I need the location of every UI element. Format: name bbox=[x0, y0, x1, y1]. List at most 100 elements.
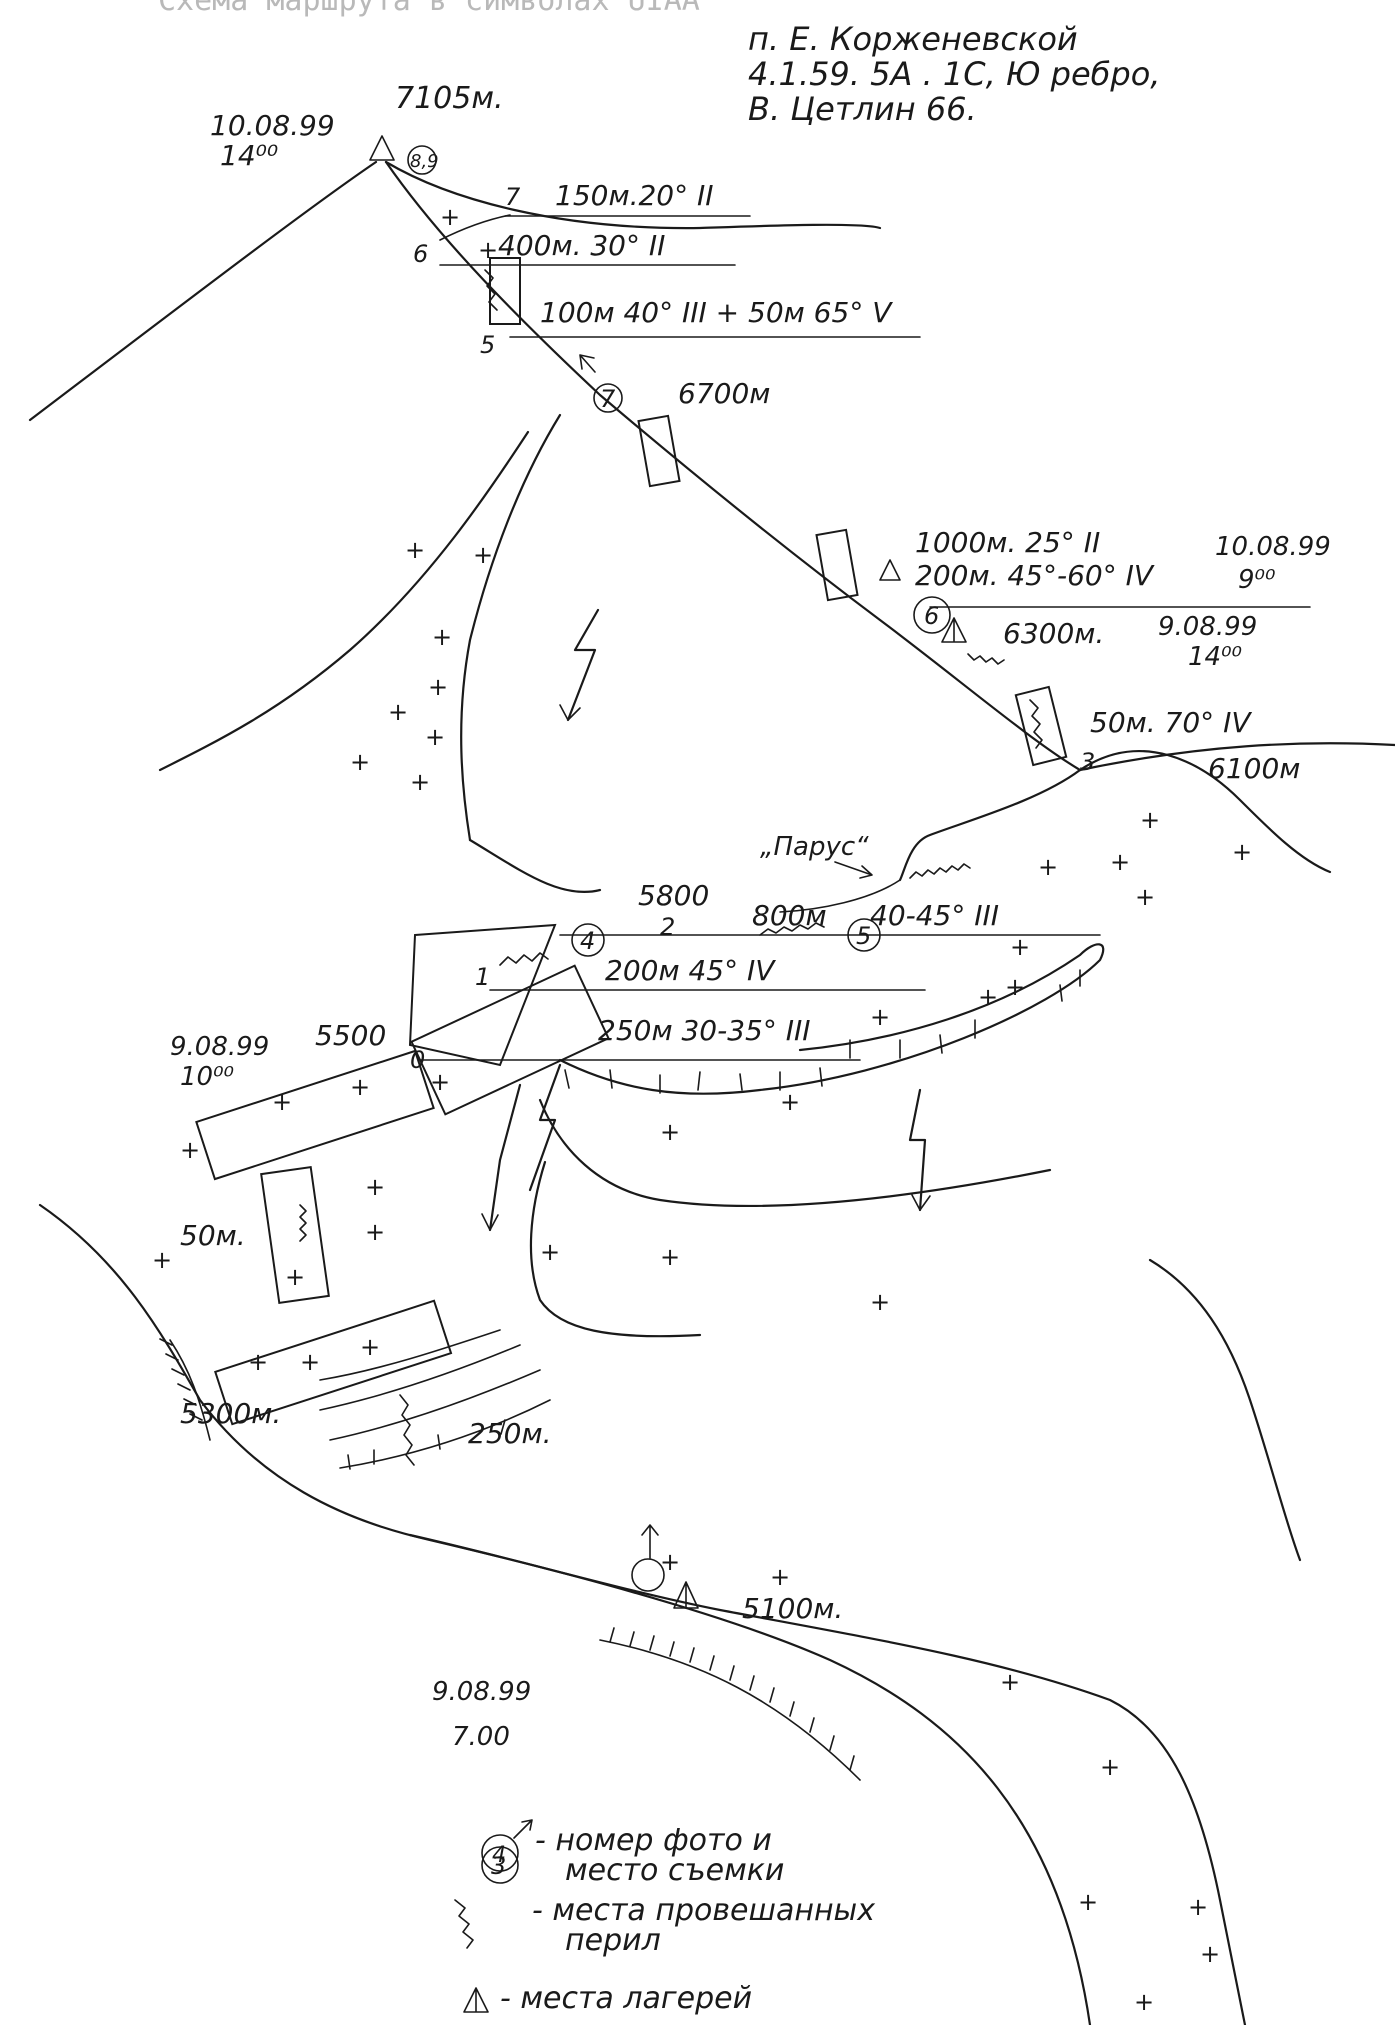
svg-text:+: + bbox=[365, 1218, 385, 1246]
svg-text:+: + bbox=[1078, 1888, 1098, 1916]
summit-triangle bbox=[369, 135, 395, 161]
fixed-ropes bbox=[299, 269, 1043, 1466]
point-3: 3 bbox=[1080, 748, 1095, 776]
point-7: 7 bbox=[505, 183, 521, 211]
summit-date: 10.08.99 bbox=[210, 109, 335, 142]
altitude-labels: 6700м 6300м. 6100м 5800 5500 5300м. 5100… bbox=[180, 377, 1300, 1625]
svg-text:+: + bbox=[1100, 1753, 1120, 1781]
svg-text:+: + bbox=[1134, 1988, 1154, 2016]
svg-text:+: + bbox=[410, 768, 430, 796]
svg-text:+: + bbox=[1135, 883, 1155, 911]
photo-3: 3 bbox=[491, 1852, 506, 1880]
summit-photo: 8,9 bbox=[410, 151, 439, 172]
altitude-5100: 5100м. bbox=[742, 1592, 843, 1625]
svg-text:+: + bbox=[1232, 838, 1252, 866]
svg-text:+: + bbox=[432, 623, 452, 651]
svg-text:+: + bbox=[180, 1136, 200, 1164]
camp-1-date: 10.08.99 bbox=[1215, 532, 1331, 562]
segment-1c: 200м 45° IV bbox=[605, 954, 776, 987]
svg-text:+: + bbox=[660, 1118, 680, 1146]
legend-ropes-line1: - места провешанных bbox=[532, 1893, 875, 1928]
point-6: 6 bbox=[413, 240, 428, 268]
altitude-6100: 6100м bbox=[1208, 752, 1300, 785]
svg-text:+: + bbox=[1010, 933, 1030, 961]
svg-text:+: + bbox=[285, 1263, 305, 1291]
svg-text:+: + bbox=[1140, 806, 1160, 834]
altitude-6300: 6300м. bbox=[1003, 617, 1104, 650]
rock-crosses: + + + + + + + + + + + + + + + + + + + + + + + + + + + + +… bbox=[152, 203, 1252, 2016]
route-info-grade: 4.1.59. 5А . 1С, Ю ребро, bbox=[748, 55, 1160, 93]
photo-4: 4 bbox=[580, 927, 595, 955]
segment-rocks: 250м. bbox=[468, 1417, 551, 1450]
rock-ticks bbox=[347, 969, 1081, 1470]
camp-4-time: 7.00 bbox=[452, 1722, 510, 1752]
route-info-peak: п. Е. Корженевской bbox=[748, 20, 1078, 58]
camp-1-time: 9⁰⁰ bbox=[1238, 565, 1276, 595]
faded-header: Схема маршрута в символах UIAA bbox=[158, 0, 700, 18]
summit-altitude: 7105м. bbox=[395, 81, 504, 116]
camp-2-date: 9.08.99 bbox=[1158, 612, 1257, 642]
svg-text:+: + bbox=[660, 1548, 680, 1576]
summit-time: 14⁰⁰ bbox=[220, 139, 278, 172]
svg-text:+: + bbox=[248, 1348, 268, 1376]
camp-3-date: 9.08.99 bbox=[170, 1032, 269, 1062]
legend: 4 - номер фото и место съемки - места пр… bbox=[454, 1819, 875, 2016]
svg-text:+: + bbox=[152, 1246, 172, 1274]
point-0: 0 bbox=[410, 1046, 425, 1074]
photo-numbers: 7 6 5 4 3 bbox=[491, 385, 939, 1880]
altitude-5500: 5500 bbox=[315, 1019, 386, 1052]
altitude-5800: 5800 bbox=[638, 879, 709, 912]
parus-label: „Парус“ bbox=[760, 832, 869, 862]
svg-text:+: + bbox=[870, 1288, 890, 1316]
svg-text:+: + bbox=[1005, 973, 1025, 1001]
svg-text:+: + bbox=[388, 698, 408, 726]
photo-5: 5 bbox=[856, 922, 871, 950]
segment-7: 150м.20° II bbox=[555, 179, 714, 212]
legend-photo-line1: - номер фото и bbox=[535, 1823, 772, 1858]
point-1: 1 bbox=[475, 963, 490, 991]
svg-text:+: + bbox=[770, 1563, 790, 1591]
route-info-author: В. Цетлин 66. bbox=[748, 90, 977, 128]
point-5: 5 bbox=[480, 331, 495, 359]
svg-text:+: + bbox=[425, 723, 445, 751]
point-numbers: 7 6 5 3 2 1 0 bbox=[410, 183, 1095, 1074]
point-2: 2 bbox=[660, 913, 675, 941]
altitude-6700: 6700м bbox=[678, 377, 770, 410]
legend-photo-sample: 4 bbox=[492, 1843, 506, 1868]
svg-text:+: + bbox=[360, 1333, 380, 1361]
svg-text:+: + bbox=[870, 1003, 890, 1031]
svg-text:+: + bbox=[1188, 1893, 1208, 1921]
cornice-hatches bbox=[159, 1338, 861, 1781]
photo-6: 6 bbox=[924, 602, 939, 630]
svg-text:+: + bbox=[272, 1088, 292, 1116]
svg-text:+: + bbox=[660, 1243, 680, 1271]
svg-text:+: + bbox=[1000, 1668, 1020, 1696]
svg-text:+: + bbox=[1038, 853, 1058, 881]
avalanche-arrows bbox=[481, 354, 931, 1232]
ridge-lines bbox=[28, 160, 1395, 2025]
svg-text:+: + bbox=[440, 203, 460, 231]
camp-labels: 10.08.99 9⁰⁰ 9.08.99 14⁰⁰ 9.08.99 10⁰⁰ 9… bbox=[170, 532, 1331, 1752]
svg-text:+: + bbox=[300, 1348, 320, 1376]
svg-text:+: + bbox=[1200, 1940, 1220, 1968]
svg-text:+: + bbox=[428, 673, 448, 701]
route-boxes bbox=[195, 257, 1068, 1426]
segment-fixed: 50м. bbox=[180, 1219, 246, 1252]
svg-text:+: + bbox=[478, 236, 498, 264]
svg-text:+: + bbox=[430, 1068, 450, 1096]
photo-markers bbox=[407, 145, 951, 1884]
legend-camp-line: - места лагерей bbox=[500, 1981, 752, 2016]
segment-1a: 800м bbox=[752, 899, 827, 932]
segment-2: 50м. 70° IV bbox=[1090, 706, 1252, 739]
legend-photo-line2: место съемки bbox=[565, 1853, 784, 1888]
svg-text:+: + bbox=[1110, 848, 1130, 876]
svg-text:+: + bbox=[405, 536, 425, 564]
camp-tents bbox=[673, 559, 967, 1609]
svg-text:+: + bbox=[780, 1088, 800, 1116]
segment-3: 1000м. 25° II bbox=[915, 526, 1100, 559]
route-info: п. Е. Корженевской 4.1.59. 5А . 1С, Ю ре… bbox=[748, 20, 1160, 128]
camp-4-date: 9.08.99 bbox=[432, 1677, 531, 1707]
legend-ropes-line2: перил bbox=[565, 1923, 661, 1958]
segment-labels: 150м.20° II 400м. 30° II 100м 40° III + … bbox=[180, 179, 1252, 1450]
